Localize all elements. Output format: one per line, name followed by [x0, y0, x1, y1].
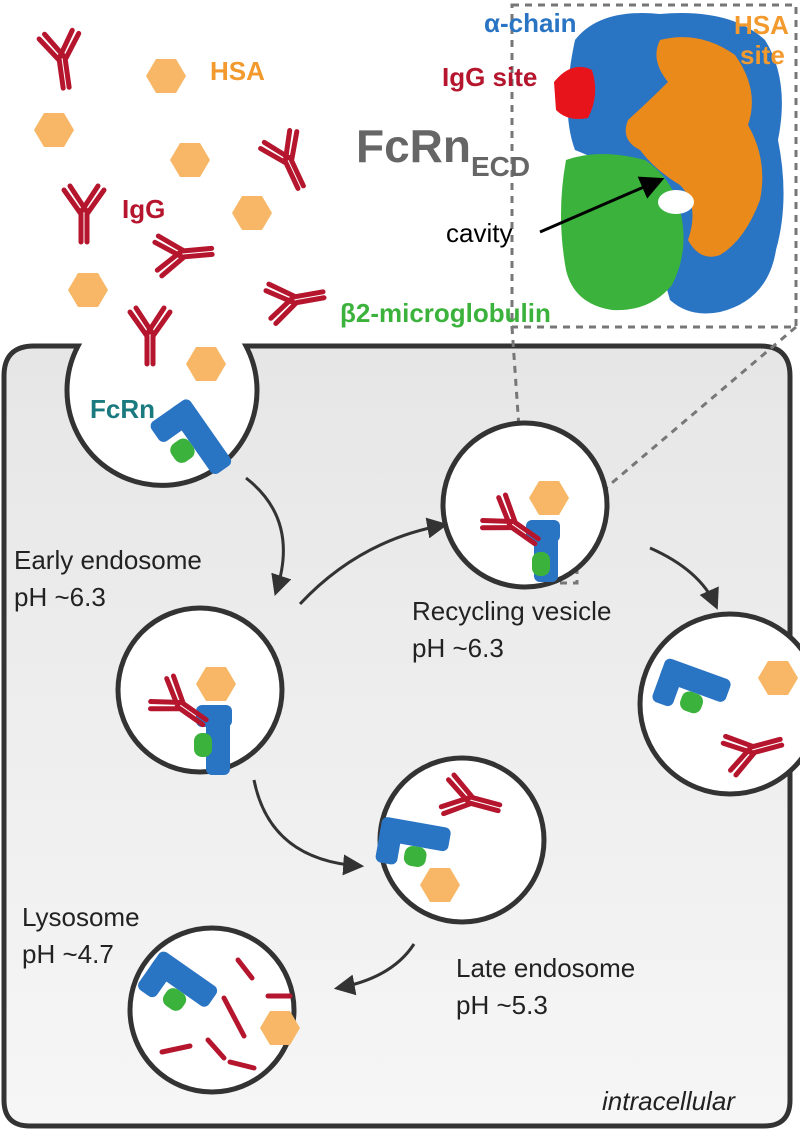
arrow-pit-to-early	[245, 476, 292, 596]
free-igg-molecules	[36, 27, 327, 367]
early-endosome-ph: pH ~6.3	[14, 582, 106, 612]
recycling-vesicle-ph: pH ~6.3	[412, 633, 504, 663]
lysosome-vesicle	[127, 925, 297, 1095]
fcrn-label: FcRn	[90, 394, 155, 424]
late-endosome-ph: pH ~5.3	[456, 990, 548, 1020]
arrow-late-to-lysosome	[333, 943, 416, 996]
early-endosome-complex	[148, 667, 236, 775]
vesicles	[115, 420, 800, 1095]
hsa-site-label-line1: HSA	[734, 10, 789, 40]
fcrn-receptor	[150, 399, 232, 475]
hsa-hexagon	[34, 113, 74, 147]
free-hsa-molecules	[34, 59, 272, 381]
hsa-site-surface	[625, 37, 763, 257]
fcrn-ecd-main: FcRn	[356, 120, 471, 172]
lysosome-contents	[138, 951, 300, 1071]
fcrn-ecd-title: FcRnECD	[356, 120, 531, 182]
arrow-recycling-to-exit	[649, 546, 719, 610]
igg-antibody	[258, 128, 306, 191]
cavity-shape	[658, 190, 694, 214]
igg-antibody	[61, 183, 107, 245]
hsa-label: HSA	[210, 56, 265, 86]
recycling-vesicle-name: Recycling vesicle	[412, 596, 612, 626]
lysosome-name: Lysosome	[22, 902, 140, 932]
exocytosis-contents	[652, 658, 798, 778]
pathway-arrows	[245, 476, 719, 996]
igg-antibody	[36, 27, 82, 91]
cavity-label: cavity	[446, 218, 513, 248]
lysosome-ph: pH ~4.7	[22, 939, 114, 969]
hsa-hexagon	[170, 143, 210, 177]
recycling-vesicle-complex	[480, 481, 569, 582]
hsa-hexagon	[146, 59, 186, 93]
arrow-early-to-recycling	[298, 517, 449, 606]
intracellular-label: intracellular	[602, 1086, 735, 1116]
hsa-hexagon	[68, 273, 108, 307]
igg-fragments	[159, 957, 293, 1071]
arrow-early-to-late	[252, 779, 365, 876]
hsa-hexagon	[232, 196, 272, 230]
igg-antibody	[263, 281, 327, 327]
cavity-arrow	[539, 176, 665, 234]
igg-label: IgG	[122, 194, 166, 224]
igg-site-surface	[554, 66, 596, 119]
hsa-hexagon	[186, 347, 226, 381]
recycling-vesicle	[440, 420, 610, 590]
b2m-label: β2-microglobulin	[340, 298, 551, 328]
early-endosome-name: Early endosome	[14, 545, 202, 575]
igg-site-label: IgG site	[442, 62, 538, 92]
late-endosome-complex	[375, 772, 503, 902]
hsa-site-label-line2: site	[740, 40, 785, 70]
alpha-chain-label: α-chain	[484, 8, 577, 38]
late-endosome-name: Late endosome	[456, 953, 636, 983]
igg-antibody	[152, 233, 215, 279]
fcrn-ecd-subscript: ECD	[471, 151, 531, 182]
igg-antibody	[127, 305, 173, 367]
